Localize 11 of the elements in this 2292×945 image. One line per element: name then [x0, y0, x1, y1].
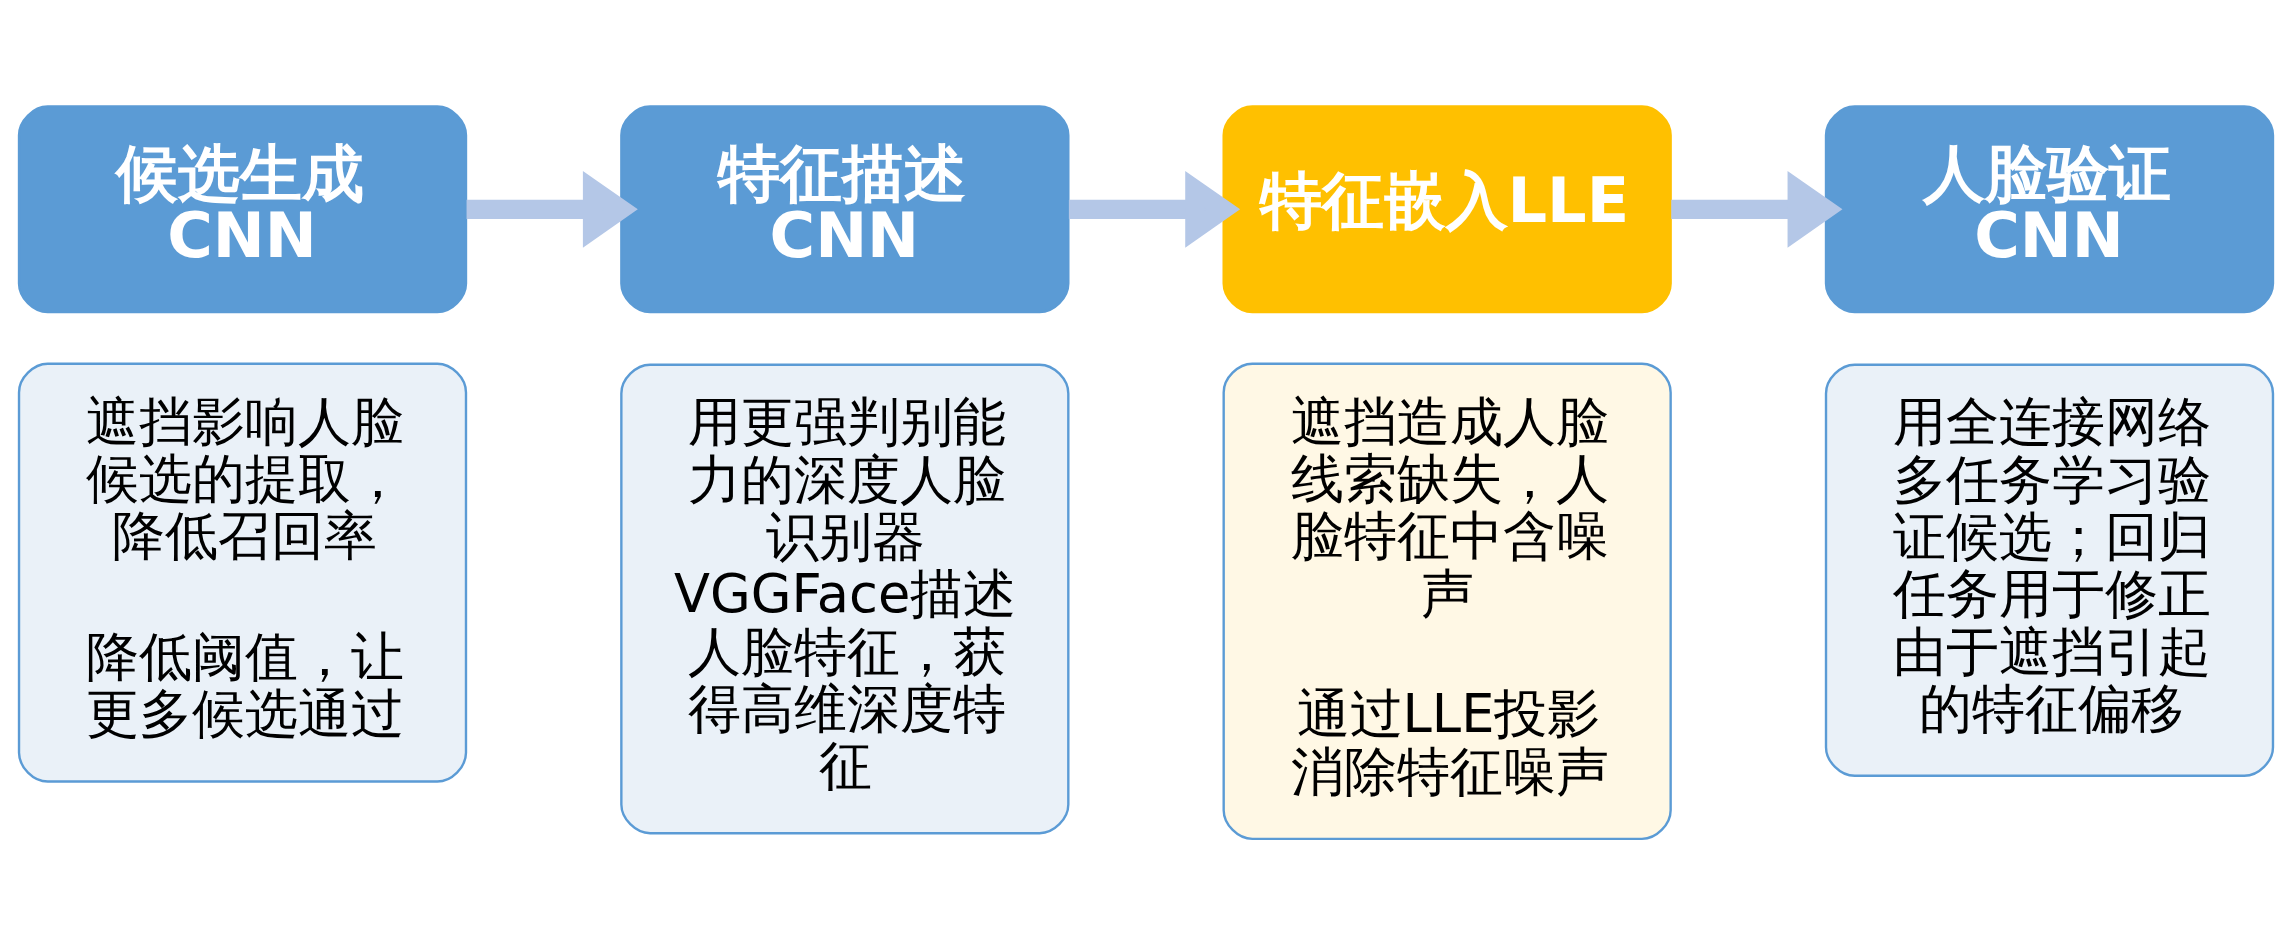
arrow [1671, 170, 1843, 248]
node-box: 用全连接网络多任务学习验证候选；回归任务用于修正由于遮挡引起的特征偏移 [1824, 363, 2275, 777]
node-box: 遮挡影响人脸候选的提取，降低召回率 降低阈值，让更多候选通过 [17, 362, 468, 783]
node-box: 用更强判别能力的深度人脸识别器VGGFace描述人脸特征，获得高维深度特征 [620, 363, 1070, 835]
node-box: 候选生成 CNN [17, 105, 468, 314]
node-box: 特征嵌入LLE [1222, 105, 1672, 314]
node-box: 人脸验证 CNN [1824, 105, 2275, 314]
arrow [1068, 170, 1241, 248]
arrow [466, 170, 638, 248]
node-box: 特征描述 CNN [620, 105, 1070, 314]
node-box: 遮挡造成人脸线索缺失，人脸特征中含噪声 通过LLE投影消除特征噪声 [1222, 362, 1672, 841]
